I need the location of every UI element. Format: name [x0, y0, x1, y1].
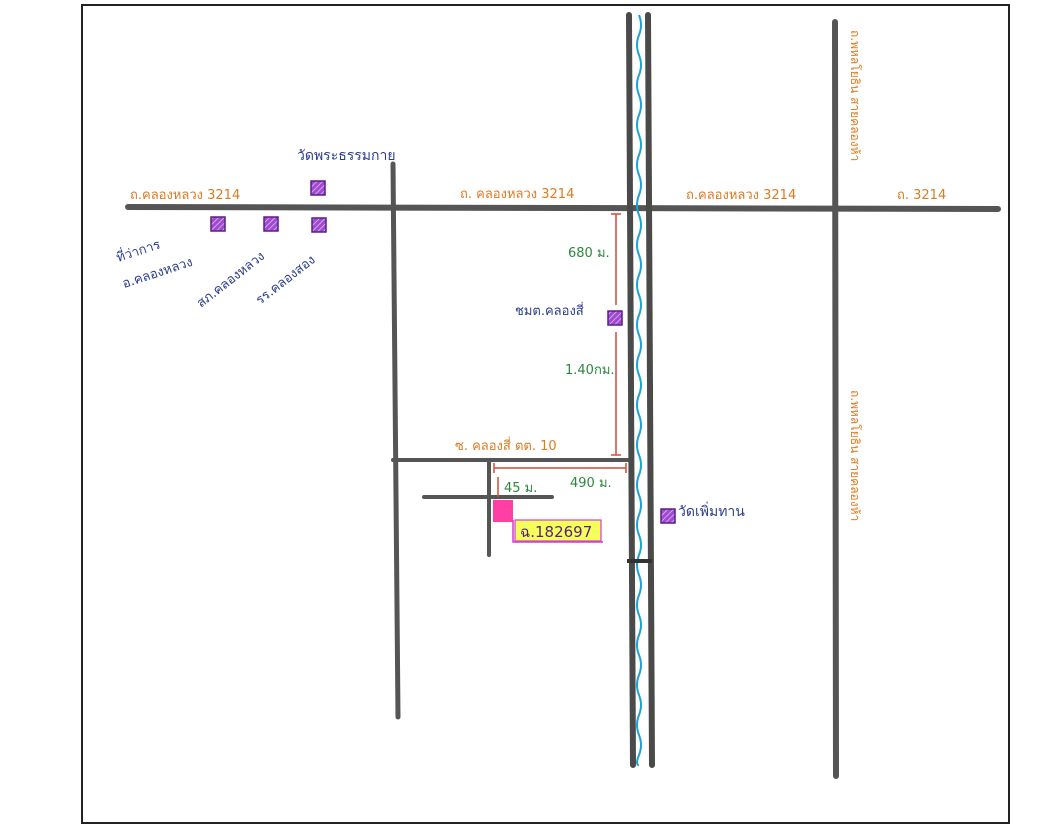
place-label-temple-east: วัดเพิ่มทาน	[678, 502, 745, 520]
canal-water	[636, 14, 642, 766]
map-frame	[81, 4, 1010, 824]
parcel-leader-line	[512, 520, 603, 543]
community-icon	[607, 310, 623, 326]
distance-label-45m: 45 ม.	[504, 481, 537, 496]
distance-label-140km: 1.40กม.	[565, 363, 615, 378]
temple-dhammakaya-icon	[310, 180, 326, 196]
police-station-icon	[263, 216, 279, 232]
parcel-label: ฉ.182697	[520, 523, 592, 541]
parcel-label-bg	[514, 519, 602, 542]
road-label-main-east-a: ถ.คลองหลวง 3214	[686, 188, 796, 203]
road-label-main-east-b: ถ. 3214	[897, 188, 946, 203]
parcel-square-icon	[493, 500, 513, 522]
phahonyothin-road	[832, 19, 839, 779]
canal-west-bank	[626, 12, 636, 768]
left-vertical-road	[390, 161, 401, 720]
place-label-community: ชมต.คลองสี่	[515, 302, 584, 319]
place-label-district-office-1: ที่ว่าการ	[114, 236, 162, 266]
sketch-map: ฉ.182697 ถ.คลองหลวง 3214 ถ. คลองหลวง 321…	[114, 12, 1001, 779]
distance-label-490m: 490 ม.	[570, 476, 612, 491]
canal-east-bank	[645, 12, 655, 768]
place-label-temple-dhammakaya: วัดพระธรรมกาย	[297, 148, 396, 164]
temple-east-icon	[660, 508, 676, 524]
main-road-3214	[125, 204, 1001, 212]
road-label-vertical-bottom: ถ.พหลโยธิน สายคลองห้า	[848, 390, 862, 521]
road-label-main-mid: ถ. คลองหลวง 3214	[460, 187, 574, 202]
road-label-vertical-top: ถ.พหลโยธิน สายคลองห้า	[848, 30, 862, 161]
school-icon	[311, 217, 327, 233]
district-office-icon	[210, 216, 226, 232]
road-label-soi: ซ. คลองสี่ ตต. 10	[455, 437, 557, 454]
distance-label-680m: 680 ม.	[568, 246, 610, 261]
road-label-main-west: ถ.คลองหลวง 3214	[130, 188, 240, 203]
